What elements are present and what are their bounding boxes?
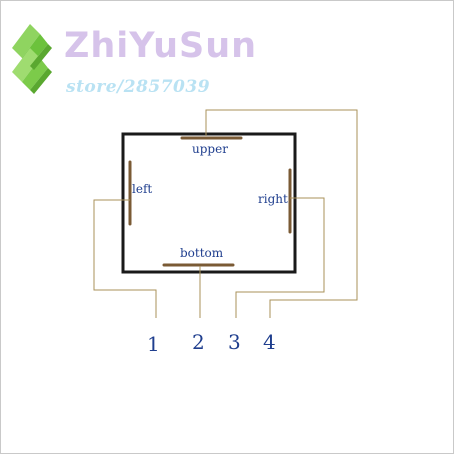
pin-1-label: 1 — [147, 332, 160, 356]
leaf-logo-icon — [12, 24, 52, 94]
label-right: right — [258, 192, 288, 206]
brand-name: ZhiYuSun — [64, 26, 258, 66]
pin-4-label: 4 — [263, 330, 276, 354]
pin-3-label: 3 — [228, 330, 241, 354]
wire-left-to-pin1 — [93, 199, 157, 318]
label-upper: upper — [192, 142, 228, 156]
wire-right-to-pin3 — [235, 197, 325, 318]
label-left: left — [132, 182, 152, 196]
label-bottom: bottom — [180, 246, 224, 260]
store-id: store/2857039 — [66, 77, 211, 97]
pin-2-label: 2 — [192, 330, 205, 354]
sensor-housing — [121, 132, 297, 274]
wire-upper-to-pin4 — [205, 109, 358, 318]
